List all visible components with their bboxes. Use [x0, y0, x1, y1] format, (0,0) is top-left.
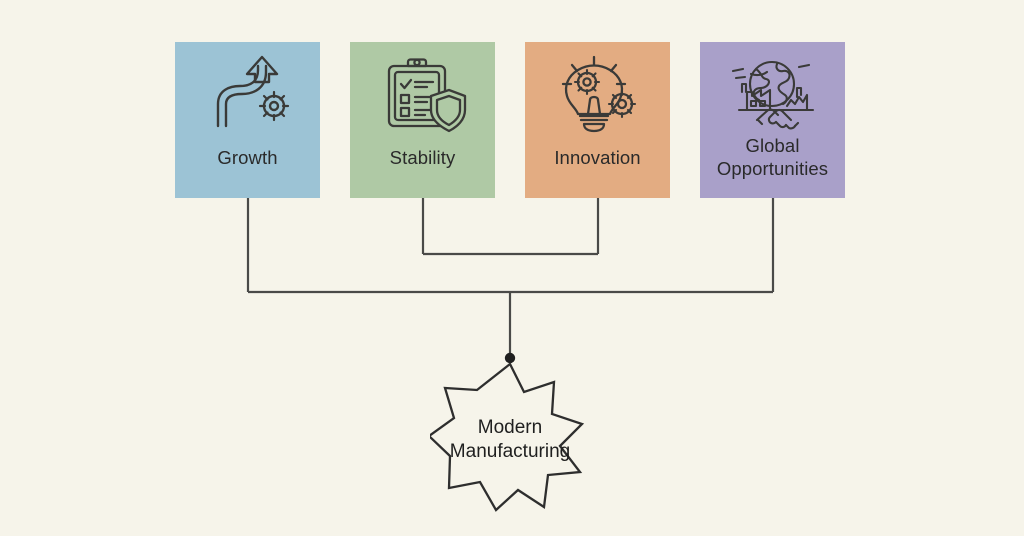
clipboard-checklist-shield-icon: [387, 58, 466, 133]
card-global-opportunities[interactable]: Global Opportunities: [700, 42, 845, 198]
growth-arrow-gear-icon: [216, 55, 289, 128]
lightbulb-gears-icon: [561, 55, 636, 133]
card-growth[interactable]: Growth: [175, 42, 320, 198]
card-label-global-opportunities: Global Opportunities: [716, 135, 829, 179]
card-stability[interactable]: Stability: [350, 42, 495, 198]
card-label-growth: Growth: [217, 147, 278, 168]
globe-factory-handshake-icon: [731, 60, 814, 130]
card-label-innovation: Innovation: [554, 147, 641, 168]
card-label-stability: Stability: [389, 147, 456, 168]
hub-label: Modern Manufacturing: [449, 417, 571, 462]
card-innovation[interactable]: Innovation: [525, 42, 670, 198]
hub-modern-manufacturing[interactable]: Modern Manufacturing: [430, 362, 590, 512]
star-burst-shape: [430, 362, 585, 512]
